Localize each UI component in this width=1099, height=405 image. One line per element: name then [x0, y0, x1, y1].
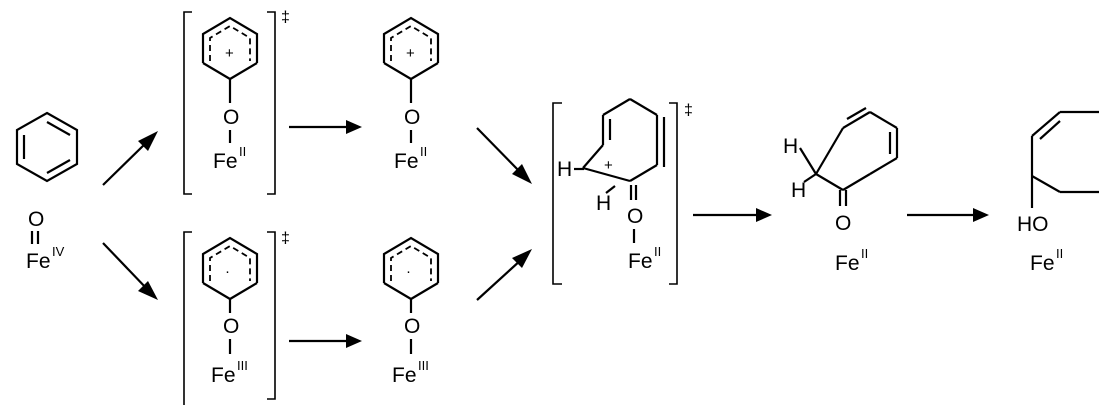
- radical-transition-state: ‡ · O Fe III: [183, 230, 290, 405]
- oxygen-label: O: [404, 106, 420, 129]
- iron-label: Fe: [628, 250, 653, 273]
- oxo-oxygen-label: O: [28, 208, 44, 231]
- iron-label: Fe: [394, 150, 419, 173]
- arrow-cation-to-nih-ts: [476, 127, 532, 184]
- arrow-to-radical-ts: [102, 242, 158, 300]
- oxidation-state-II: II: [861, 246, 868, 261]
- cation-plus-icon: +: [604, 157, 613, 174]
- nih-shift-transition-state: ‡ + H H O Fe II: [552, 98, 693, 285]
- oxidation-state-II: II: [420, 144, 427, 159]
- iron-label: Fe: [26, 250, 51, 273]
- benzene-reactant: [15, 111, 79, 183]
- oxidation-state-II: II: [1056, 246, 1063, 261]
- ts-dagger-icon: ‡: [281, 9, 290, 26]
- arrow-ts-to-cation-intermediate: [289, 120, 362, 134]
- cation-plus-icon: +: [225, 45, 234, 62]
- iron-label: Fe: [392, 364, 417, 387]
- oxygen-label: O: [223, 106, 239, 129]
- oxidation-state-II: II: [239, 144, 246, 159]
- phenol-product: HO Fe II: [1017, 110, 1099, 275]
- cationic-transition-state: ‡ + O Fe II: [183, 9, 290, 195]
- cationic-sigma-complex: + O Fe II: [382, 16, 440, 173]
- arrow-nih-ts-to-ketone: [693, 208, 772, 222]
- iron-label: Fe: [213, 150, 238, 173]
- ts-dagger-icon: ‡: [684, 102, 693, 119]
- ketone-oxygen-label: O: [835, 212, 851, 235]
- arrow-ketone-to-phenol: [907, 208, 989, 222]
- arrow-ts-to-radical-intermediate: [289, 334, 362, 348]
- ts-dagger-icon: ‡: [281, 230, 290, 247]
- oxidation-state-III: III: [418, 358, 429, 373]
- hydrogen-label: H: [791, 179, 806, 202]
- oxygen-label: O: [223, 315, 239, 338]
- iron-label: Fe: [1030, 252, 1055, 275]
- radical-sigma-complex: · O Fe III: [382, 236, 440, 387]
- iron-oxo-oxidant: O Fe IV: [26, 208, 65, 273]
- cation-plus-icon: +: [406, 45, 415, 62]
- radical-dot-icon: ·: [225, 263, 230, 280]
- arrow-radical-to-nih-ts: [476, 249, 532, 301]
- oxidation-state-IV: IV: [52, 244, 65, 259]
- hydrogen-label: H: [557, 158, 572, 181]
- arrow-to-cationic-ts: [102, 131, 158, 186]
- iron-label: Fe: [835, 252, 860, 275]
- oxygen-label: O: [627, 205, 643, 228]
- oxygen-label: O: [404, 315, 420, 338]
- hydrogen-label: H: [783, 135, 798, 158]
- oxidation-state-II: II: [654, 244, 661, 259]
- shifting-hydrogen-label: H: [596, 192, 611, 215]
- hydroxyl-label: HO: [1017, 213, 1049, 236]
- radical-dot-icon: ·: [406, 263, 411, 280]
- cyclohexadienone-intermediate: H H O Fe II: [783, 107, 899, 275]
- oxidation-state-III: III: [237, 358, 248, 373]
- iron-label: Fe: [211, 364, 236, 387]
